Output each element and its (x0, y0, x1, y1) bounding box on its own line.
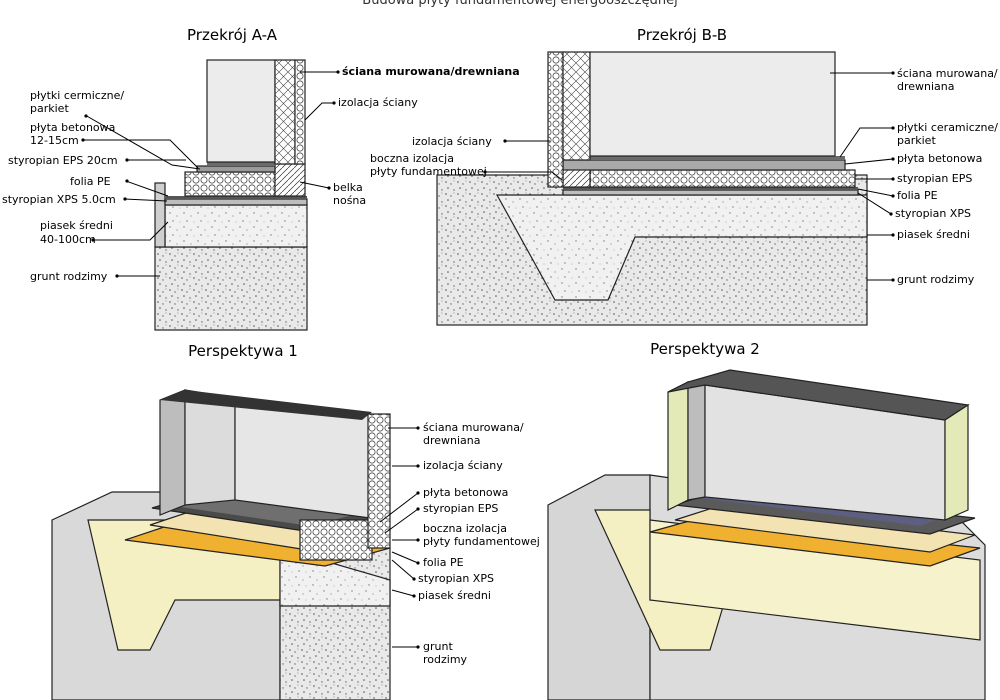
label-ground: grunt (423, 640, 453, 653)
label-side-2: płyty fundamentowej (423, 535, 540, 548)
label-tiles-2: parkiet (30, 102, 69, 115)
label-tiles-2: parkiet (897, 134, 936, 147)
perspective-1-title: Perspektywa 1 (188, 342, 298, 360)
wall (562, 51, 591, 161)
label-slab: płyta betonowa (423, 486, 508, 499)
label-side: boczna izolacja (370, 152, 454, 165)
left-wall (159, 389, 186, 516)
tiles (590, 156, 845, 160)
right-wall-insulation (944, 403, 969, 521)
label-foil: folia PE (897, 189, 938, 202)
label-eps: styropian EPS (897, 172, 972, 185)
eps-cut (299, 519, 373, 561)
perspective-2-title: Perspektywa 2 (650, 340, 760, 358)
sand-layer (164, 204, 308, 248)
label-tiles: płytki ceramiczne/ (897, 121, 998, 134)
wall (274, 59, 296, 165)
eps-slab (674, 504, 976, 553)
section-b-title: Przekrój B-B (637, 26, 727, 44)
tiles (207, 162, 275, 166)
label-wall-insulation: izolacja ściany (338, 96, 418, 109)
label-side: boczna izolacja (423, 522, 507, 535)
label-wall-insulation: izolacja ściany (412, 135, 492, 148)
label-sand: piasek średni (897, 228, 970, 241)
foil-layer (563, 187, 858, 190)
label-eps: styropian EPS (423, 502, 498, 515)
page-title: Budowa płyty fundamentowej energooszczęd… (362, 0, 677, 8)
xps-layer (164, 198, 308, 206)
label-xps: styropian XPS 5.0cm (2, 193, 116, 206)
section-a: Przekrój A-A płytki cermiczne/ parkiet p… (2, 26, 520, 331)
foil-layer (165, 196, 307, 199)
beam (274, 163, 306, 197)
xps-slab (649, 517, 981, 567)
label-tiles: płytki cermiczne/ (30, 89, 124, 102)
label-foil: folia PE (423, 556, 464, 569)
xps-layer (562, 189, 859, 196)
label-foil: folia PE (70, 175, 111, 188)
label-eps: styropian EPS 20cm (8, 154, 118, 167)
wall-top (160, 390, 372, 420)
label-ground-2: rodzimy (423, 653, 468, 666)
label-ground: grunt rodzimy (897, 273, 975, 286)
label-wall: ściana murowana/drewniana (342, 65, 520, 78)
label-side-2: płyty fundamentowej (370, 165, 487, 178)
section-b: Przekrój B-B izolacja ściany boczna izol… (370, 26, 998, 326)
label-slab: płyta betonowa (30, 121, 115, 134)
slab (562, 159, 846, 171)
label-sand-2: 40-100cm (40, 233, 96, 246)
eps-layer (184, 171, 276, 197)
label-beam: belka (333, 181, 363, 194)
label-ground: grunt rodzimy (30, 270, 108, 283)
wall-insulation (547, 51, 564, 188)
label-slab-2: 12-15cm (30, 134, 79, 147)
wall-insulation (667, 381, 689, 511)
label-wall-insulation: izolacja ściany (423, 459, 503, 472)
label-xps: styropian XPS (418, 572, 494, 585)
section-a-title: Przekrój A-A (187, 26, 278, 44)
back-wall (184, 389, 236, 506)
label-wall-2: drewniana (423, 434, 481, 447)
ground-layer (154, 246, 308, 331)
perspective-1: Perspektywa 1 ściana murowana/ drewniana… (51, 342, 540, 700)
wall-insulation (367, 413, 391, 549)
label-sand: piasek średni (40, 219, 113, 232)
eps-layer (589, 169, 856, 188)
label-beam-2: nośna (333, 194, 366, 207)
label-wall-2: drewniana (897, 80, 955, 93)
wall-insulation (294, 59, 306, 165)
sand-layer (495, 194, 868, 301)
label-xps: styropian XPS (895, 207, 971, 220)
slab (196, 165, 276, 173)
label-wall: ściana murowana/ (897, 67, 998, 80)
side-insulation (154, 182, 166, 248)
label-wall: ściana murowana/ (423, 421, 524, 434)
label-slab: płyta betonowa (897, 152, 982, 165)
label-sand: piasek średni (418, 589, 491, 602)
left-wall (687, 381, 706, 501)
room-wall (206, 59, 276, 163)
room-wall (589, 51, 836, 157)
perspective-2: Perspektywa 2 (547, 340, 986, 700)
